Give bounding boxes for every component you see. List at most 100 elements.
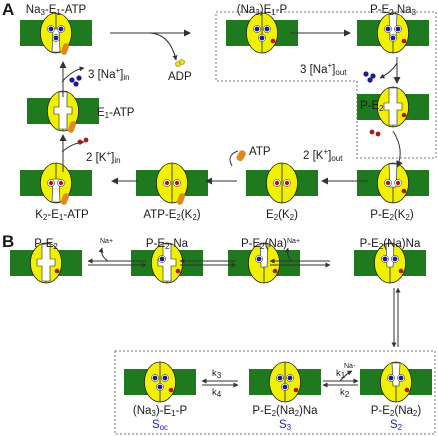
rate-constant-k1: k1	[336, 368, 346, 381]
protein-p-e2-k2	[357, 162, 429, 204]
phosphate-group	[168, 387, 174, 393]
potassium-out-annotation: 2 [K+]out	[303, 147, 343, 163]
sodium-ion	[259, 35, 265, 41]
rate-constant-k4: k4	[212, 387, 222, 400]
protein-b-p-e2	[10, 242, 82, 284]
panel-label-a: A	[2, 0, 15, 19]
state-label-p-e2-na3: P-E2.Na3	[370, 4, 416, 17]
protein-e2-k2	[246, 162, 318, 204]
state-label-b-p-e2-na2-na: P-E2(Na2)Na	[252, 405, 318, 418]
bound-atp	[60, 43, 70, 55]
sodium-release-label-2: Na+	[287, 238, 301, 245]
sodium-ion	[152, 375, 158, 381]
protein-b-p-e2-na2	[360, 361, 432, 403]
protein-b-p-e2-na	[131, 242, 203, 284]
protein-na3-e1-atp	[20, 12, 92, 55]
phosphate-group	[54, 268, 60, 274]
panel-label-b: B	[2, 232, 15, 251]
sodium-ion	[388, 375, 394, 381]
phosphate-group	[401, 112, 407, 118]
phosphate-group	[272, 268, 278, 274]
bound-atp	[176, 193, 186, 205]
potassium-ion	[164, 180, 170, 186]
protein-k2-e1-atp	[20, 162, 92, 205]
phosphate-group	[401, 38, 407, 44]
ion-pathway	[391, 362, 401, 387]
potassium-ion	[385, 180, 391, 186]
state-label-b-na3-e1-p: (Na3)-E1-P	[132, 405, 188, 418]
sodium-ion	[390, 35, 396, 41]
substate-label-s2: S2	[389, 419, 403, 432]
state-label-atp-e2-k2: ATP-E2(K2)	[143, 209, 201, 222]
bound-atp	[67, 121, 77, 133]
state-label-b-p-e2-nab: P-E2(Na)	[241, 238, 287, 251]
phosphate-group	[404, 387, 410, 393]
substate-label-soc: Soc	[151, 419, 169, 432]
state-label-e2-k2: E2(K2)	[266, 209, 298, 222]
sodium-ion	[162, 375, 168, 381]
ion-pathway	[36, 243, 56, 282]
state-label-p-e2-k2: P-E2(K2)	[370, 209, 414, 222]
potassium-ion	[48, 180, 54, 186]
rate-constant-k2: k2	[340, 387, 350, 400]
rate-constant-k3: k3	[212, 368, 222, 381]
protein-na3-e1-p	[226, 12, 298, 54]
phosphate-group	[175, 268, 181, 274]
sodium-ion	[385, 26, 391, 32]
state-label-b-p-e2-na: P-E2-Na	[145, 238, 189, 251]
protein-p-e2-na3	[357, 12, 429, 54]
sodium-ion	[48, 26, 54, 32]
potassium-ion	[58, 180, 64, 186]
phosphate-group	[270, 38, 276, 44]
free-potassium-ions-out	[369, 129, 381, 137]
adp-annotation: ADP	[168, 71, 192, 83]
sodium-ion	[382, 256, 388, 262]
sodium-ion	[282, 384, 288, 390]
protein-b-p-e2-na2-na	[249, 361, 321, 403]
potassium-ion	[274, 180, 280, 186]
state-label-b-p-e2-na2: P-E2(Na2)	[370, 405, 422, 418]
atp-annotation: ATP	[249, 146, 271, 158]
potassium-ion	[395, 180, 401, 186]
state-label-na3-e1-p: (Na3)E1-P	[236, 4, 288, 17]
sodium-ion	[157, 384, 163, 390]
sodium-ion	[58, 26, 64, 32]
sodium-out-annotation: 3 [Na+]out	[300, 61, 347, 77]
state-label-e1-atp: E1-ATP	[97, 107, 135, 120]
free-sodium-ions-out	[363, 71, 376, 83]
ion-pathway	[383, 87, 403, 126]
protein-b-na3-e1-p	[124, 361, 196, 403]
bound-atp	[60, 193, 70, 205]
adp-molecule-icon	[175, 59, 185, 67]
free-potassium-ions-in	[77, 137, 89, 145]
sodium-ion	[256, 256, 262, 262]
sodium-ion	[53, 35, 59, 41]
state-label-p-e2: P-E2	[360, 100, 384, 113]
sodium-release-label-1: Na+	[100, 238, 114, 245]
free-sodium-ions-in	[69, 75, 82, 87]
sodium-ion	[254, 26, 260, 32]
potassium-ion	[174, 180, 180, 186]
protein-b-p-e2-na-na	[354, 242, 426, 284]
sodium-ion	[287, 375, 293, 381]
sodium-ion	[398, 375, 404, 381]
ion-pathway	[157, 243, 177, 282]
sodium-ion	[264, 26, 270, 32]
extracellular-dotted-box	[215, 11, 437, 159]
ion-pathway	[53, 91, 73, 130]
potassium-in-annotation: 2 [K+]in	[86, 149, 121, 165]
substate-label-s3: S3	[278, 419, 292, 432]
protein-p-e2	[357, 86, 429, 128]
reaction-arrows	[59, 29, 403, 388]
phosphate-group	[401, 188, 407, 194]
atp-molecule-icon	[236, 150, 246, 162]
state-label-k2-e1-atp: K2-E1-ATP	[35, 209, 89, 222]
sodium-ion	[392, 256, 398, 262]
state-label-b-p-e2-na-na: P-E2(Na)Na	[359, 238, 421, 251]
occluded-states-dotted-box	[114, 350, 436, 435]
phosphate-group	[398, 268, 404, 274]
protein-e1-atp	[27, 90, 99, 133]
phosphate-group	[293, 387, 299, 393]
state-label-na3-e1-atp: Na3-E1-ATP	[25, 4, 87, 17]
